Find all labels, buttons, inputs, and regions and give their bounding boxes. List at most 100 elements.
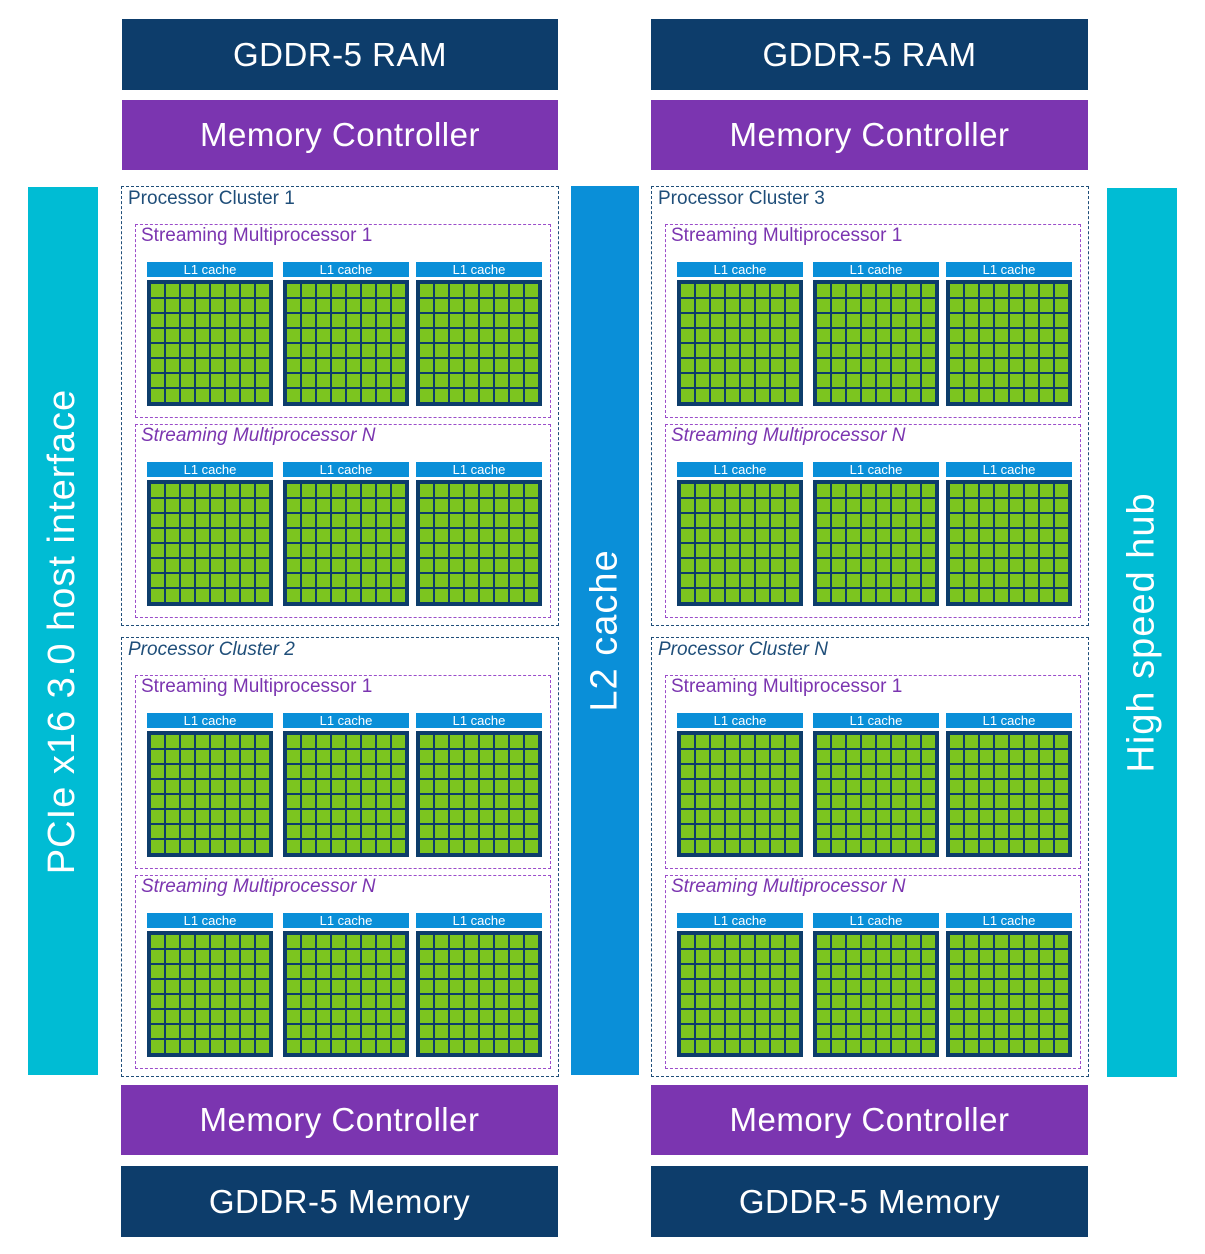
sm-core-block: L1 cache — [416, 262, 542, 406]
cuda-core — [181, 765, 194, 778]
cuda-core — [211, 284, 224, 297]
cuda-core — [166, 950, 179, 963]
cuda-core — [495, 359, 508, 372]
cuda-core — [302, 329, 315, 342]
cuda-core — [420, 825, 433, 838]
cuda-core — [181, 374, 194, 387]
cuda-core — [392, 935, 405, 948]
cuda-core — [1040, 359, 1053, 372]
cuda-core — [1010, 589, 1023, 602]
cuda-core — [450, 965, 463, 978]
cuda-core — [995, 499, 1008, 512]
cuda-core — [480, 795, 493, 808]
core-grid — [677, 931, 803, 1057]
cuda-core — [892, 1010, 905, 1023]
cuda-core — [510, 1010, 523, 1023]
cuda-core — [877, 544, 890, 557]
cuda-core — [786, 1010, 799, 1023]
cuda-core — [241, 965, 254, 978]
cuda-core — [450, 750, 463, 763]
cuda-core — [302, 314, 315, 327]
cuda-core — [196, 1040, 209, 1053]
cuda-core — [862, 329, 875, 342]
cuda-core — [435, 359, 448, 372]
cuda-core — [681, 514, 694, 527]
cuda-core — [196, 344, 209, 357]
cuda-core — [771, 965, 784, 978]
sm-label-prefix: Streaming Multiprocessor — [141, 876, 362, 897]
cuda-core — [480, 1025, 493, 1038]
cuda-core — [1010, 1010, 1023, 1023]
cuda-core — [377, 589, 390, 602]
cuda-core — [1040, 950, 1053, 963]
cuda-core — [450, 559, 463, 572]
sm-core-block: L1 cache — [147, 262, 273, 406]
cuda-core — [847, 735, 860, 748]
cuda-core — [151, 499, 164, 512]
cuda-core — [211, 780, 224, 793]
cuda-core — [151, 374, 164, 387]
cuda-core — [450, 589, 463, 602]
cuda-core — [435, 389, 448, 402]
cuda-core — [241, 314, 254, 327]
cuda-core — [862, 965, 875, 978]
cuda-core — [181, 589, 194, 602]
cuda-core — [166, 389, 179, 402]
cuda-core — [1010, 499, 1023, 512]
cuda-core — [892, 514, 905, 527]
cuda-core — [525, 344, 538, 357]
cuda-core — [995, 965, 1008, 978]
cuda-core — [510, 389, 523, 402]
cuda-core — [907, 935, 920, 948]
cuda-core — [950, 750, 963, 763]
cuda-core — [965, 299, 978, 312]
cuda-core — [1025, 359, 1038, 372]
cuda-core — [510, 559, 523, 572]
cuda-core — [287, 499, 300, 512]
cuda-core — [817, 499, 830, 512]
cuda-core — [465, 359, 478, 372]
cuda-core — [877, 750, 890, 763]
cuda-core — [317, 825, 330, 838]
cuda-core — [181, 359, 194, 372]
cuda-core — [166, 1025, 179, 1038]
cuda-core — [181, 780, 194, 793]
cuda-core — [332, 795, 345, 808]
cuda-core — [995, 825, 1008, 838]
cuda-core — [1040, 374, 1053, 387]
cuda-core — [892, 344, 905, 357]
cuda-core — [362, 389, 375, 402]
cuda-core — [256, 284, 269, 297]
cuda-core — [392, 284, 405, 297]
cuda-core — [832, 765, 845, 778]
cuda-core — [377, 735, 390, 748]
cuda-core — [495, 374, 508, 387]
cuda-core — [817, 559, 830, 572]
cuda-core — [1025, 299, 1038, 312]
cuda-core — [347, 344, 360, 357]
streaming-multiprocessor-label: Streaming Multiprocessor 1 — [141, 676, 372, 698]
cuda-core — [525, 514, 538, 527]
cuda-core — [1055, 514, 1068, 527]
cuda-core — [420, 559, 433, 572]
cuda-core — [681, 484, 694, 497]
cuda-core — [211, 810, 224, 823]
cuda-core — [1010, 374, 1023, 387]
cuda-core — [510, 1025, 523, 1038]
cuda-core — [241, 810, 254, 823]
cuda-core — [862, 484, 875, 497]
cuda-core — [907, 1010, 920, 1023]
cuda-core — [287, 484, 300, 497]
cuda-core — [1040, 1025, 1053, 1038]
cuda-core — [1040, 995, 1053, 1008]
cuda-core — [525, 950, 538, 963]
cuda-core — [980, 980, 993, 993]
l1-cache: L1 cache — [283, 913, 409, 928]
cuda-core — [302, 589, 315, 602]
cuda-core — [480, 559, 493, 572]
cuda-core — [435, 795, 448, 808]
cuda-core — [711, 589, 724, 602]
cuda-core — [817, 765, 830, 778]
cuda-core — [726, 499, 739, 512]
